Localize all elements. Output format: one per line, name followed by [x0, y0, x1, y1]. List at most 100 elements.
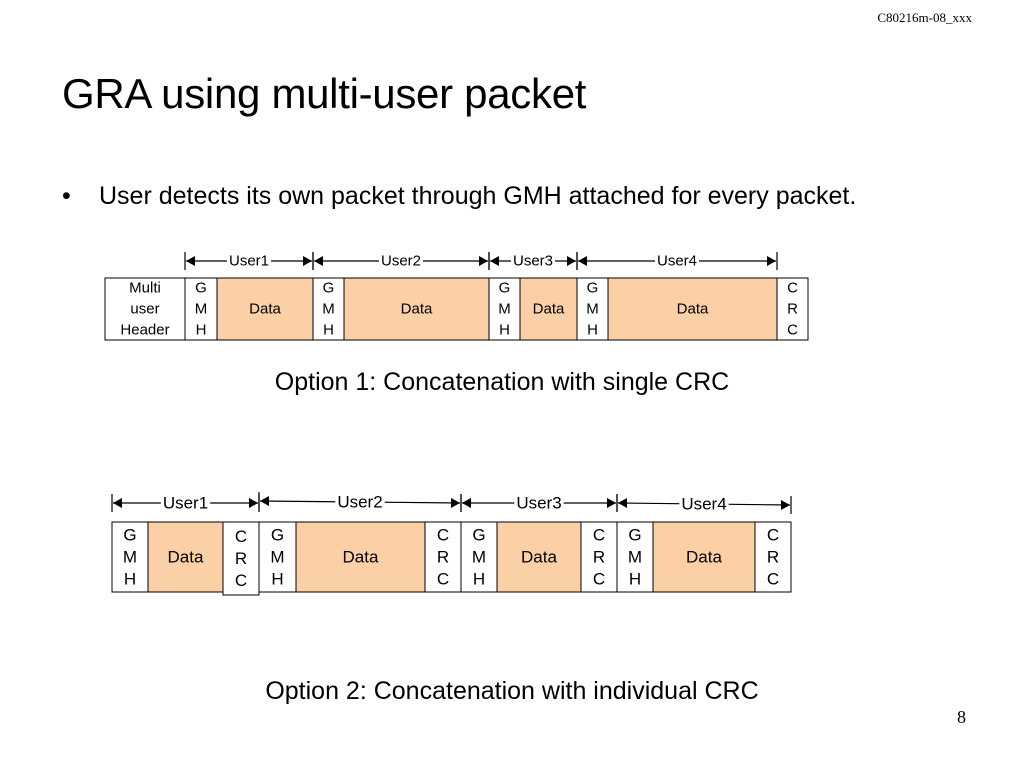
data-segment: Data — [216, 277, 314, 341]
arrowhead-right-icon — [249, 498, 258, 508]
segment-box — [754, 521, 792, 593]
arrowhead-left-icon — [113, 498, 122, 508]
segment-label: M — [586, 301, 599, 318]
arrowhead-left-icon — [260, 496, 269, 506]
segment-label: C — [787, 280, 798, 297]
data-segment: Data — [147, 521, 224, 593]
header-segment: CRC — [776, 277, 809, 341]
segment-box — [184, 277, 218, 341]
segment-label: H — [499, 322, 510, 339]
user-label-background — [679, 494, 729, 514]
header-segment: CRC — [222, 521, 260, 596]
segment-label: Data — [249, 301, 281, 318]
header-segment: GMH — [312, 277, 345, 341]
segment-label: Header — [120, 322, 169, 339]
document-id: C80216m-08_xxx — [877, 10, 972, 25]
segment-label: H — [629, 570, 641, 589]
user-label-background — [654, 252, 700, 270]
segment-label: R — [235, 549, 247, 568]
header-segment: GMH — [258, 521, 297, 593]
option1-packet-diagram: MultiuserHeaderGMHDataGMHDataGMHDataGMHD… — [104, 252, 809, 341]
segment-box — [576, 277, 609, 341]
segment-label: M — [270, 548, 284, 567]
arrowhead-right-icon — [607, 498, 616, 508]
segment-box — [776, 277, 809, 341]
data-segment: Data — [496, 521, 582, 593]
segment-label: Data — [521, 548, 557, 567]
segment-box — [580, 521, 618, 593]
segment-label: G — [271, 526, 284, 545]
user-label: User1 — [163, 494, 208, 513]
segment-label: C — [767, 570, 779, 589]
data-segment: Data — [295, 521, 426, 593]
segment-label: H — [124, 570, 136, 589]
header-segment: GMH — [488, 277, 521, 341]
segment-label: H — [587, 322, 598, 339]
header-segment: CRC — [580, 521, 618, 593]
header-segment: GMH — [184, 277, 218, 341]
segment-label: G — [587, 280, 599, 297]
segment-label: Data — [677, 301, 709, 318]
segment-label: R — [767, 548, 779, 567]
segment-label: Data — [343, 548, 379, 567]
segment-label: M — [322, 301, 335, 318]
user-label-background — [335, 492, 385, 512]
arrowhead-left-icon — [186, 256, 195, 266]
user-label-background — [514, 493, 564, 513]
segment-box — [652, 521, 756, 593]
segment-label: H — [323, 322, 334, 339]
segment-label: Data — [686, 548, 722, 567]
segment-label: H — [473, 570, 485, 589]
segment-label: G — [499, 280, 511, 297]
segment-box — [488, 277, 521, 341]
segment-label: M — [123, 548, 137, 567]
user-span-arrow: User1 — [111, 494, 260, 513]
user-label: User4 — [657, 253, 697, 270]
segment-box — [111, 521, 149, 593]
arrowhead-right-icon — [567, 256, 576, 266]
segment-box — [295, 521, 426, 593]
arrowhead-right-icon — [479, 256, 488, 266]
segment-label: R — [787, 301, 798, 318]
segment-box — [222, 521, 260, 596]
data-segment: Data — [343, 277, 490, 341]
segment-box — [519, 277, 578, 341]
data-segment: Data — [652, 521, 756, 593]
segment-label: C — [593, 526, 605, 545]
segment-label: C — [235, 527, 247, 546]
segment-label: G — [195, 280, 207, 297]
user-span-arrow: User3 — [488, 252, 578, 270]
header-segment: GMH — [460, 521, 498, 593]
user-span-arrow: User2 — [258, 492, 462, 512]
user-label: User4 — [681, 495, 726, 514]
segment-label: M — [498, 301, 511, 318]
arrowhead-right-icon — [767, 256, 776, 266]
segment-box — [460, 521, 498, 593]
data-segment: Data — [607, 277, 778, 341]
segment-label: Multi — [129, 280, 161, 297]
arrowhead-right-icon — [451, 498, 460, 508]
bullet-dot-icon: • — [62, 182, 71, 210]
segment-label: G — [472, 526, 485, 545]
option1-caption: Option 1: Concatenation with single CRC — [274, 368, 730, 396]
segment-label: G — [323, 280, 335, 297]
segment-label: C — [437, 570, 449, 589]
segment-label: C — [593, 570, 605, 589]
user-label: User2 — [337, 493, 382, 512]
user-label: User1 — [229, 253, 269, 270]
segment-label: C — [787, 322, 798, 339]
header-segment: CRC — [754, 521, 792, 593]
arrowhead-left-icon — [618, 498, 627, 508]
segment-label: C — [767, 526, 779, 545]
segment-box — [258, 521, 297, 593]
segment-label: M — [628, 548, 642, 567]
segment-label: Data — [168, 548, 204, 567]
user-span-arrow: User2 — [312, 252, 490, 270]
segment-label: R — [593, 548, 605, 567]
user-span-arrow: User3 — [460, 493, 618, 513]
arrowhead-left-icon — [462, 498, 471, 508]
segment-box — [104, 277, 186, 341]
bullet-text: User detects its own packet through GMH … — [99, 182, 857, 210]
user-label-background — [226, 252, 272, 270]
